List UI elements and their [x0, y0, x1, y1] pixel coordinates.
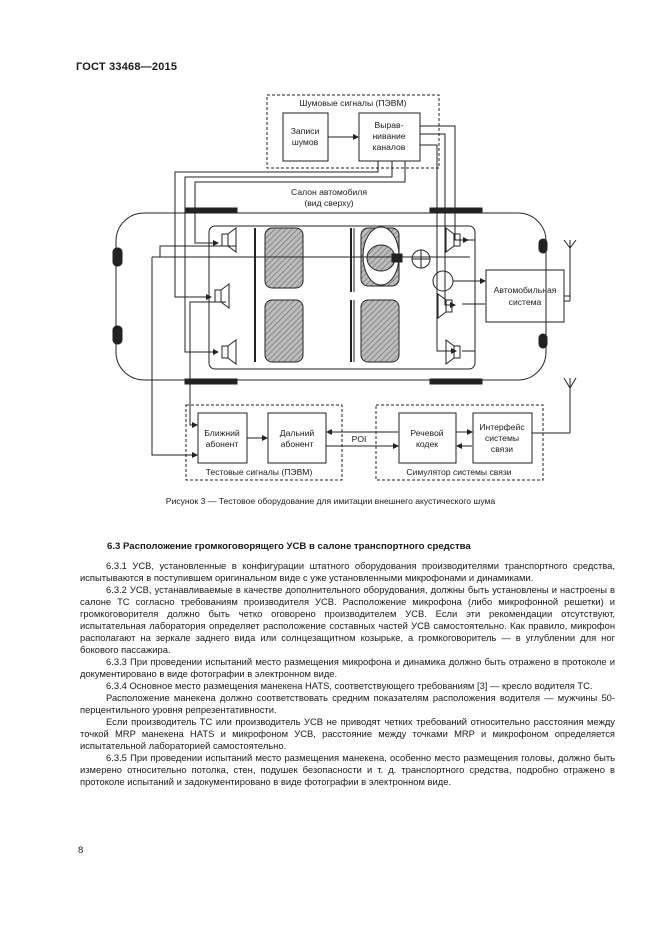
cabin-label-1: Салон автомобиля	[291, 187, 367, 197]
equalizer-label-3: каналов	[373, 142, 406, 152]
comm-interface-label-2: системы	[485, 433, 519, 443]
document-header: ГОСТ 33468—2015	[76, 61, 178, 73]
auto-system-box	[485, 269, 565, 323]
rear-left-seat	[264, 227, 304, 289]
near-subscriber-label-2: абонент	[206, 439, 239, 449]
comm-interface-box	[472, 412, 533, 464]
car-antenna-icon	[563, 239, 577, 302]
noise-records-label-1: Записи	[291, 126, 320, 136]
comm-interface-label-3: связи	[491, 444, 513, 454]
noise-group-box	[266, 94, 440, 169]
auto-system-label-2: система	[509, 297, 542, 307]
figure-caption: Рисунок 3 — Тестовое оборудование для им…	[165, 496, 496, 506]
near-subscriber-label-1: Ближний	[204, 428, 240, 438]
speaker-rear-left-bottom	[221, 339, 237, 365]
network-simulator-group-label: Симулятор системы связи	[406, 467, 511, 477]
speech-codec-label-2: кодек	[416, 439, 438, 449]
comm-interface-label-1: Интерфейс	[479, 422, 525, 432]
paragraph: Если производитель ТС или производитель …	[80, 716, 615, 751]
car-cabin	[208, 225, 476, 370]
far-subscriber-label-2: абонент	[281, 439, 314, 449]
near-subscriber-box	[197, 412, 248, 464]
noise-group-label: Шумовые сигналы (ПЭВМ)	[300, 98, 407, 108]
paragraph: Расположение манекена должно соответство…	[80, 692, 615, 715]
front-right-seat	[360, 299, 400, 363]
page-number: 8	[78, 845, 84, 856]
cabin-label-2: (вид сверху)	[304, 198, 353, 208]
network-simulator-group-box	[375, 404, 544, 481]
paragraph: 6.3.3 При проведении испытаний место раз…	[80, 656, 615, 679]
rear-right-seat	[264, 299, 304, 363]
noise-records-label-2: шумов	[292, 137, 319, 147]
car-body	[115, 212, 547, 381]
equalizer-label-2: нивание	[372, 131, 405, 141]
speaker-front-right-bottom	[445, 339, 461, 365]
speech-codec-label-1: Речевой	[410, 428, 443, 438]
paragraph: 6.3.2 УСВ, устанавливаемые в качестве до…	[80, 584, 615, 655]
far-subscriber-label-1: Дальний	[280, 428, 315, 438]
equalizer-label-1: Вырав-	[375, 120, 404, 130]
section-title: 6.3 Расположение громкоговорящего УСВ в …	[107, 541, 471, 552]
paragraph: 6.3.4 Основное место размещения манекена…	[106, 680, 593, 691]
test-signals-group-box	[185, 404, 343, 481]
speaker-left-mid	[214, 283, 230, 309]
speech-codec-box	[398, 412, 457, 464]
test-signals-group-label: Тестовые сигналы (ПЭВМ)	[206, 467, 313, 477]
speaker-rear-left-top	[221, 227, 237, 253]
paragraph: 6.3.5 При проведении испытаний место раз…	[80, 752, 615, 787]
body-text: 6.3.1 УСВ, установленные в конфигурации …	[80, 560, 615, 788]
far-subscriber-box	[267, 412, 327, 464]
equalizer-box	[358, 112, 421, 162]
poi-label: POI	[352, 434, 367, 444]
auto-system-label-1: Автомобильная	[494, 285, 557, 295]
network-antenna-icon	[543, 377, 577, 434]
microphone	[432, 270, 454, 292]
paragraph: 6.3.1 УСВ, установленные в конфигурации …	[80, 560, 615, 583]
test-setup-diagram: Шумовые сигналы (ПЭВМ) Записи шумов Выра…	[112, 94, 577, 481]
